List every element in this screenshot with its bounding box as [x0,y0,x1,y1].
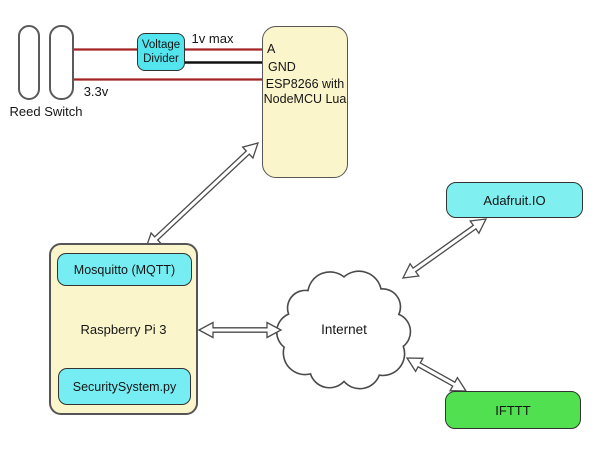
esp8266-pin-a-label: A [267,42,276,56]
mosquitto-box: Mosquitto (MQTT) [57,253,192,286]
arrow-internet-adafruit [401,218,488,279]
wire-label-1v-max: 1v max [191,31,234,46]
reed-switch-label: Reed Switch [9,104,83,119]
security-system-label: SecuritySystem.py [72,379,177,394]
adafruit-io-box: Adafruit.IO [446,182,583,218]
adafruit-io-label: Adafruit.IO [483,192,546,208]
ifttt-box: IFTTT [445,391,581,429]
arrow-raspberry_pi-internet [197,321,283,339]
esp8266-pin-gnd-label: GND [268,60,296,74]
security-system-box: SecuritySystem.py [58,368,191,405]
arrow-esp8266-mosquitto [144,142,260,249]
internet-label: Internet [321,322,367,337]
esp8266-box: A GND ESP8266 with NodeMCU Lua [262,26,348,178]
raspberry-pi-label: Raspberry Pi 3 [80,322,167,337]
voltage-divider-label: Voltage Divider [141,38,181,65]
arrow-internet-ifttt [405,357,468,392]
esp8266-label: ESP8266 with NodeMCU Lua [263,77,347,107]
internet-cloud-shape [275,270,412,390]
voltage-divider-box: Voltage Divider [137,33,185,71]
ifttt-label: IFTTT [495,402,531,418]
reed-switch-contact-left [18,25,40,100]
reed-switch-contact-right [49,25,74,100]
mosquitto-label: Mosquitto (MQTT) [73,262,176,277]
wire-label-3v3: 3.3v [83,84,109,99]
raspberry-pi-box: Mosquitto (MQTT) Raspberry Pi 3 Security… [49,243,198,415]
